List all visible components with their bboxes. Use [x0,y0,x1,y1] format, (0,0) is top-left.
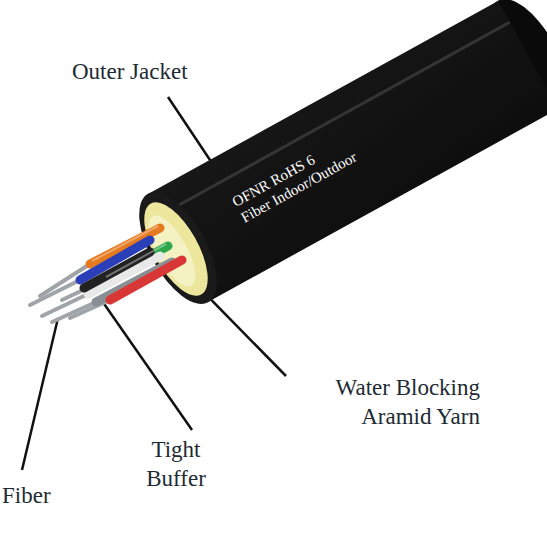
leader-line [168,97,212,163]
part-label: Outer Jacket [72,58,188,87]
part-label: Tight Buffer [128,436,224,494]
buffer-highlights [92,226,166,277]
leader-line [100,298,192,430]
aramid-yarn [132,193,221,305]
jacket-highlight [170,22,510,210]
part-label: Fiber [2,482,51,511]
part-label: Water Blocking Aramid Yarn [270,374,480,432]
leader-line [22,318,58,470]
tight-buffers [80,228,182,302]
